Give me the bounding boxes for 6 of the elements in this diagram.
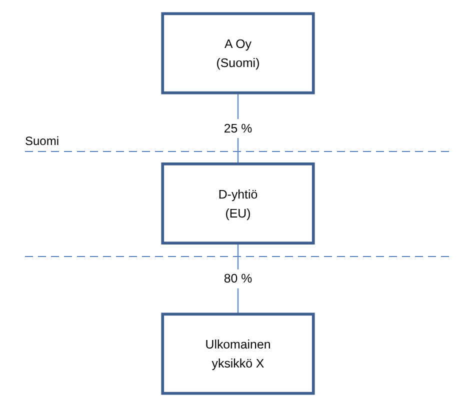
edge-label: 80 % <box>223 271 252 286</box>
region-label: Suomi <box>25 134 60 148</box>
node-box: Ulkomainen yksikkö X <box>160 312 314 395</box>
edge-label: 25 % <box>223 120 252 136</box>
node-box: D-yhtiö (EU) <box>160 162 314 245</box>
node-box: A Oy (Suomi) <box>160 12 314 94</box>
